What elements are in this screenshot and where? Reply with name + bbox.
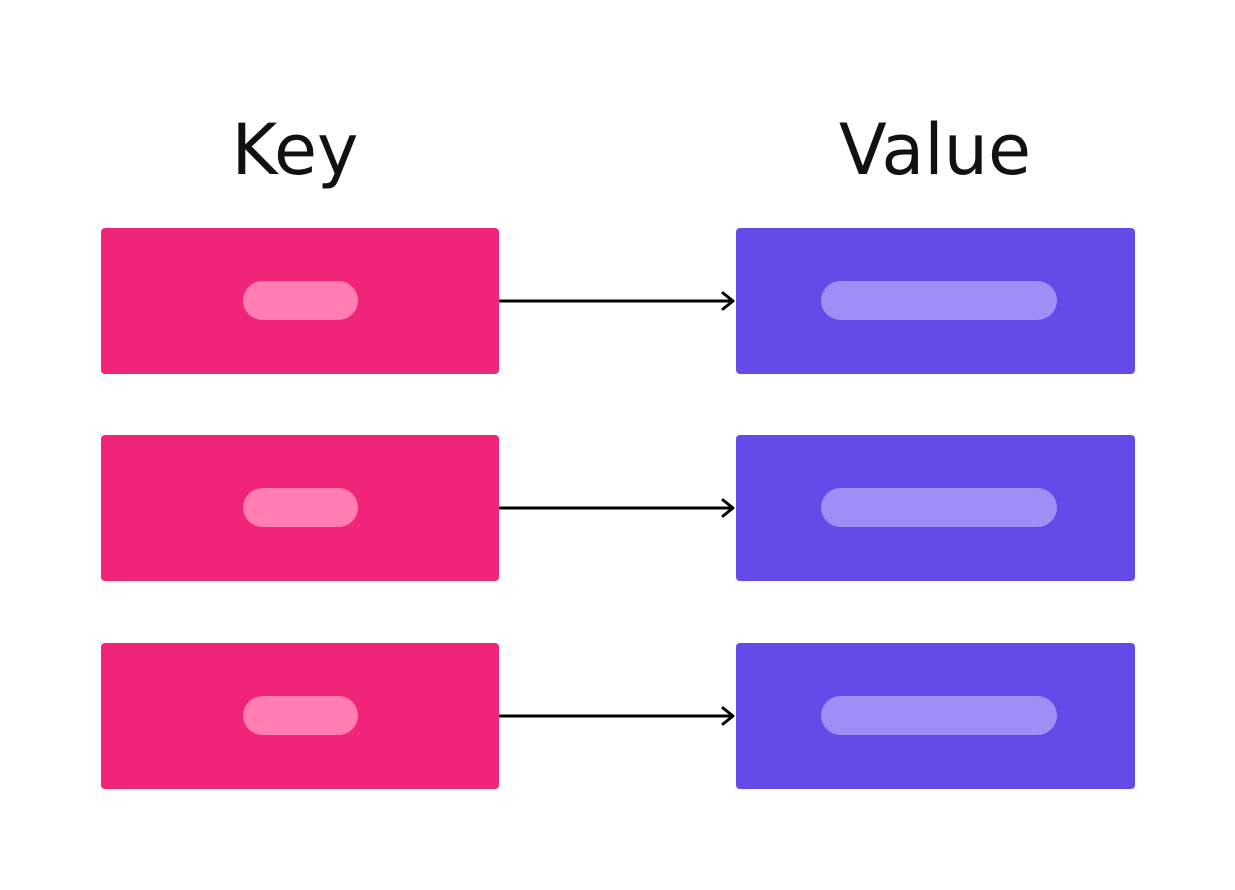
- value-column-heading: Value: [838, 109, 1032, 191]
- key-placeholder-bar: [243, 696, 358, 735]
- value-placeholder-bar: [821, 488, 1057, 527]
- key-box: [101, 643, 499, 789]
- value-placeholder-bar: [821, 281, 1057, 320]
- value-box: [736, 643, 1135, 789]
- arrow-connector: [499, 706, 735, 726]
- value-placeholder-bar: [821, 696, 1057, 735]
- arrow-connector: [499, 291, 735, 311]
- arrow-connector: [499, 498, 735, 518]
- key-placeholder-bar: [243, 488, 358, 527]
- value-box: [736, 435, 1135, 581]
- key-box: [101, 228, 499, 374]
- value-box: [736, 228, 1135, 374]
- key-column-heading: Key: [231, 109, 359, 191]
- key-box: [101, 435, 499, 581]
- key-placeholder-bar: [243, 281, 358, 320]
